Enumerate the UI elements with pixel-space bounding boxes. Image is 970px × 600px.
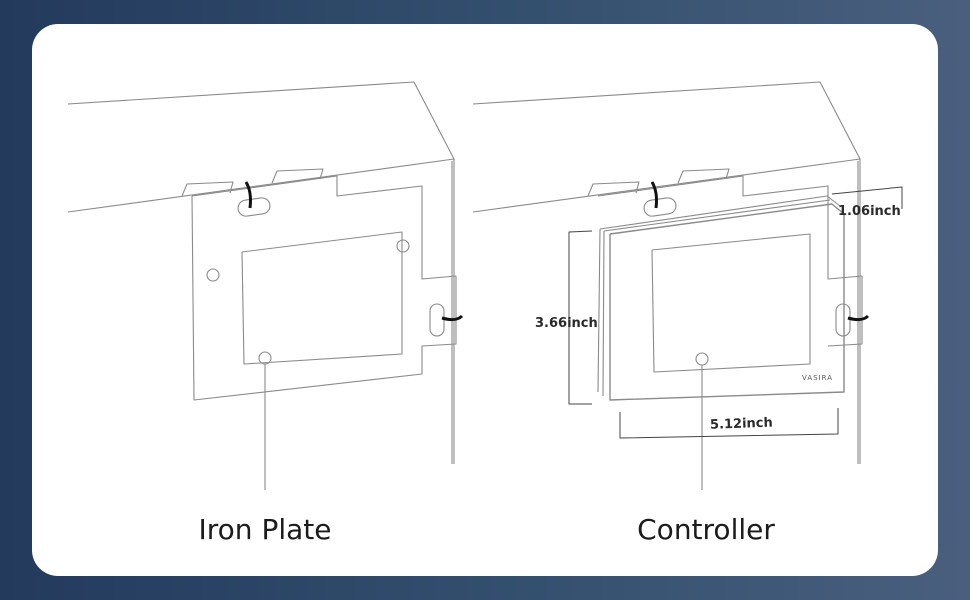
controller-label: Controller <box>637 513 775 546</box>
left-straps <box>244 181 464 322</box>
controller-device <box>597 195 845 490</box>
iron-plate <box>181 168 457 490</box>
installation-diagram: VASIRA 1.06inch 3.66inch 5.12inch <box>67 81 903 490</box>
width-dimension-label: 5.12inch <box>710 416 773 433</box>
brand-logo: VASIRA <box>802 374 833 382</box>
right-plate <box>587 168 863 347</box>
right-cabinet <box>472 81 861 464</box>
height-dimension-label: 3.66inch <box>535 316 598 331</box>
dimension-lines <box>568 186 903 439</box>
diagram-card: VASIRA 1.06inch 3.66inch 5.12inch Iron P… <box>32 24 938 576</box>
depth-dimension-label: 1.06inch <box>838 204 901 219</box>
right-straps <box>650 181 870 322</box>
iron-plate-label: Iron Plate <box>198 513 332 546</box>
left-cabinet <box>67 81 455 464</box>
